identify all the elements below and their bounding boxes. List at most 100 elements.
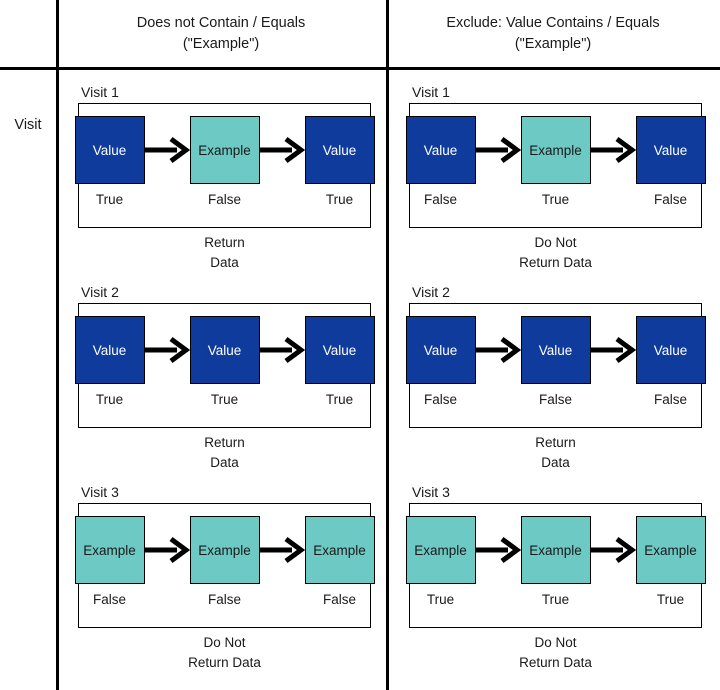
visit-group-right-visit-3: Visit 3 Example Example Example True Tru… bbox=[405, 484, 706, 673]
caption-line1: Do Not bbox=[203, 635, 246, 650]
result-label: True bbox=[541, 592, 570, 607]
visit-group-label: Visit 2 bbox=[412, 284, 450, 300]
label-spacer bbox=[476, 592, 521, 607]
caption-line1: Return bbox=[204, 435, 245, 450]
result-label: False bbox=[207, 192, 241, 207]
arrow-right-icon bbox=[144, 530, 190, 570]
flow-node: Value bbox=[635, 316, 706, 384]
column-header-line1: Exclude: Value Contains / Equals bbox=[446, 15, 660, 31]
result-label-row: False False False bbox=[410, 392, 701, 407]
label-spacer bbox=[260, 392, 305, 407]
visit-flow-box: Value Example Value False True False bbox=[405, 103, 706, 228]
column-header-exclude-value-contains: Exclude: Value Contains / Equals ("Examp… bbox=[386, 0, 720, 68]
header-divider-horizontal bbox=[0, 67, 720, 70]
result-label: True bbox=[325, 392, 354, 407]
node-row: Value Example Value bbox=[405, 104, 706, 185]
arrow-right-icon bbox=[475, 130, 521, 170]
caption-line2: Return Data bbox=[519, 255, 592, 270]
label-spacer bbox=[591, 392, 636, 407]
flow-node: Example bbox=[520, 516, 591, 584]
result-label: True bbox=[426, 592, 455, 607]
node-row: Example Example Example bbox=[74, 504, 375, 585]
label-spacer bbox=[145, 192, 190, 207]
flow-node: Value bbox=[304, 316, 375, 384]
label-spacer bbox=[476, 192, 521, 207]
flow-node: Example bbox=[635, 516, 706, 584]
column-divider-left bbox=[56, 0, 59, 690]
flow-node: Example bbox=[520, 116, 591, 184]
visit-group-right-visit-2: Visit 2 Value Value Value False False Fa… bbox=[405, 284, 706, 473]
label-spacer bbox=[591, 592, 636, 607]
result-label-row: True True True bbox=[79, 392, 370, 407]
arrow-right-icon bbox=[590, 330, 636, 370]
column-header-line2: ("Example") bbox=[182, 36, 260, 52]
caption-line1: Return bbox=[204, 235, 245, 250]
visit-group-caption: Return Data bbox=[409, 433, 702, 473]
visit-group-caption: Do Not Return Data bbox=[409, 233, 702, 273]
flow-node: Value bbox=[74, 116, 145, 184]
visit-group-caption: Do Not Return Data bbox=[78, 633, 371, 673]
visit-flow-box: Value Value Value False False False bbox=[405, 303, 706, 428]
visit-group-label: Visit 1 bbox=[412, 84, 450, 100]
node-row: Value Value Value bbox=[74, 304, 375, 385]
visit-flow-box: Example Example Example False False Fals… bbox=[74, 503, 375, 628]
arrow-right-icon bbox=[144, 330, 190, 370]
result-label-row: True False True bbox=[79, 192, 370, 207]
flow-node: Example bbox=[74, 516, 145, 584]
column-header-line1: Does not Contain / Equals bbox=[136, 15, 306, 31]
visit-group-label: Visit 3 bbox=[412, 484, 450, 500]
visit-group-label: Visit 3 bbox=[81, 484, 119, 500]
result-label: False bbox=[538, 392, 572, 407]
flow-node: Example bbox=[405, 516, 476, 584]
result-label: False bbox=[423, 192, 457, 207]
visit-group-left-visit-2: Visit 2 Value Value Value True True True bbox=[74, 284, 375, 473]
caption-line2: Return Data bbox=[188, 655, 261, 670]
flow-node: Example bbox=[304, 516, 375, 584]
visit-group-right-visit-1: Visit 1 Value Example Value False True F… bbox=[405, 84, 706, 273]
arrow-right-icon bbox=[259, 330, 305, 370]
result-label-row: True True True bbox=[410, 592, 701, 607]
arrow-right-icon bbox=[144, 130, 190, 170]
result-label: False bbox=[423, 392, 457, 407]
result-label-row: False False False bbox=[79, 592, 370, 607]
result-label: False bbox=[92, 592, 126, 607]
flow-node: Value bbox=[405, 316, 476, 384]
flow-node: Value bbox=[635, 116, 706, 184]
flow-node: Value bbox=[405, 116, 476, 184]
visit-flow-box: Value Value Value True True True bbox=[74, 303, 375, 428]
label-spacer bbox=[476, 392, 521, 407]
caption-line2: Data bbox=[541, 455, 570, 470]
label-spacer bbox=[260, 192, 305, 207]
visit-group-label: Visit 1 bbox=[81, 84, 119, 100]
result-label: True bbox=[541, 192, 570, 207]
column-divider-middle bbox=[386, 0, 389, 690]
label-spacer bbox=[591, 192, 636, 207]
flow-node: Value bbox=[520, 316, 591, 384]
arrow-right-icon bbox=[259, 530, 305, 570]
node-row: Value Example Value bbox=[74, 104, 375, 185]
result-label-row: False True False bbox=[410, 192, 701, 207]
caption-line1: Return bbox=[535, 435, 576, 450]
label-spacer bbox=[260, 592, 305, 607]
label-spacer bbox=[145, 592, 190, 607]
result-label: True bbox=[325, 192, 354, 207]
arrow-right-icon bbox=[259, 130, 305, 170]
visit-flow-box: Value Example Value True False True bbox=[74, 103, 375, 228]
visit-group-left-visit-1: Visit 1 Value Example Value True False T… bbox=[74, 84, 375, 273]
flow-node: Value bbox=[74, 316, 145, 384]
result-label: True bbox=[210, 392, 239, 407]
flow-node: Value bbox=[304, 116, 375, 184]
caption-line1: Do Not bbox=[534, 635, 577, 650]
flow-node: Example bbox=[189, 516, 260, 584]
visit-group-caption: Return Data bbox=[78, 233, 371, 273]
flow-node: Value bbox=[189, 316, 260, 384]
arrow-right-icon bbox=[590, 130, 636, 170]
result-label: True bbox=[95, 392, 124, 407]
result-label: False bbox=[322, 592, 356, 607]
node-row: Example Example Example bbox=[405, 504, 706, 585]
result-label: True bbox=[95, 192, 124, 207]
caption-line2: Data bbox=[210, 255, 239, 270]
arrow-right-icon bbox=[590, 530, 636, 570]
caption-line2: Return Data bbox=[519, 655, 592, 670]
